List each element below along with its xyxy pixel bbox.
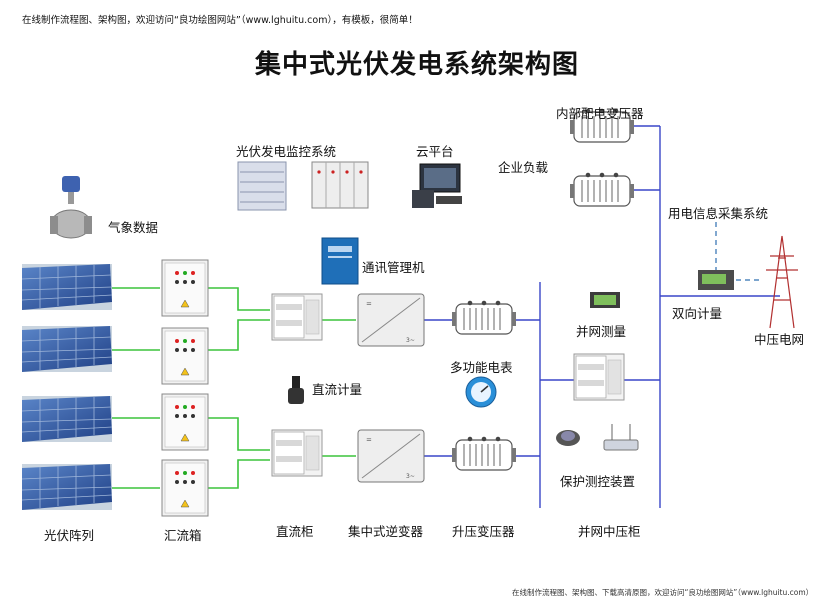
dc-cabinet-1 [271,293,323,341]
combiner-box-3 [161,393,209,451]
label-comm-manager: 通讯管理机 [362,260,425,275]
label-inverter: 集中式逆变器 [348,524,424,539]
combiner-box-4 [161,459,209,517]
comm-manager-icon [321,237,359,285]
label-enterprise-load: 企业负载 [498,160,549,175]
combiner-box-2 [161,327,209,385]
power-tower-icon [766,235,798,329]
label-dc-cabinet: 直流柜 [276,524,314,539]
protection-router-icon [603,424,639,451]
server-rack-icon [237,161,287,211]
internal-transformer-2 [569,172,635,207]
mv-cabinet [573,353,625,401]
bottom-note: 在线制作流程图、架构图、下载高清原图，欢迎访问“良功绘图网站”（www.lghu… [512,588,814,597]
multi-meter-icon [465,376,497,408]
label-internal-transformer: 内部配电变压器 [556,106,644,121]
label-step-up: 升压变压器 [452,524,515,539]
computer-icon [412,163,462,208]
step-up-transformer-2 [451,436,517,471]
label-weather: 气象数据 [108,220,158,235]
dc-meter-icon [288,376,304,404]
protection-camera-icon [556,430,580,446]
label-protection: 保护测控装置 [560,474,635,489]
weather-sensor-icon [50,176,92,239]
dashed-links [715,222,760,281]
pv-array-2 [21,325,113,373]
grid-measure-device-icon [590,292,620,308]
label-monitor-system: 光伏发电监控系统 [236,144,336,159]
bidirectional-meter-icon [698,270,734,290]
dc-cabinet-2 [271,429,323,477]
combiner-box-1 [161,259,209,317]
dc-lines [112,287,356,489]
label-mv-cabinet: 并网中压柜 [578,524,641,539]
label-dc-measure: 直流计量 [312,382,362,397]
top-note: 在线制作流程图、架构图，欢迎访问“良功绘图网站”（www.lghuitu.com… [22,15,418,26]
label-cloud: 云平台 [416,144,454,159]
label-multi-meter: 多功能电表 [450,360,513,375]
control-cabinet-icon [311,161,369,209]
page-title: 集中式光伏发电系统架构图 [254,50,579,80]
pv-array-3 [21,395,113,443]
step-up-transformer-1 [451,300,517,335]
pv-array-4 [21,463,113,511]
label-grid: 中压电网 [754,332,804,347]
label-grid-measure: 并网测量 [576,324,626,339]
pv-array-1 [21,263,113,311]
label-pv-array: 光伏阵列 [44,528,94,543]
inverter-1 [357,293,425,347]
inverter-2 [357,429,425,483]
label-combiner: 汇流箱 [164,528,202,543]
label-bidirectional-meter: 双向计量 [672,306,722,321]
label-info-collect: 用电信息采集系统 [668,206,768,221]
